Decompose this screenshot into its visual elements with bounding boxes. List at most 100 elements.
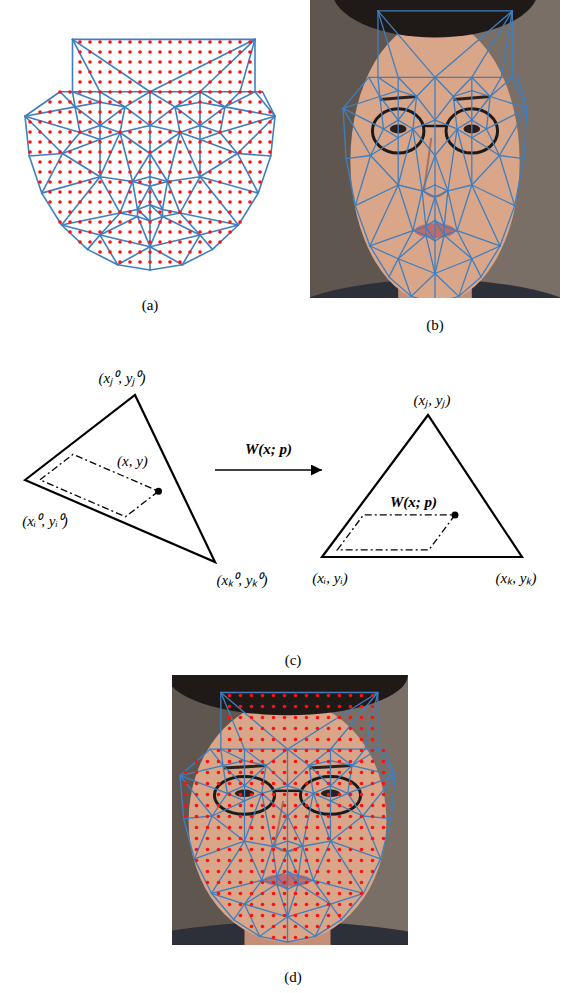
sample-dot: [206, 826, 210, 830]
sample-dot: [48, 140, 52, 144]
sample-dot: [360, 716, 364, 720]
sample-dot: [283, 804, 287, 808]
sample-dot: [283, 738, 287, 742]
mesh-edge: [163, 213, 181, 216]
mesh-edge: [331, 841, 364, 893]
sample-dot: [178, 80, 182, 84]
sample-dot: [48, 100, 52, 104]
sample-dot: [68, 150, 72, 154]
sample-dot: [239, 749, 243, 753]
sample-dot: [261, 749, 265, 753]
mesh-edge: [472, 185, 515, 206]
mesh-edge: [398, 120, 413, 129]
sample-dot: [118, 230, 122, 234]
mesh-edge: [330, 786, 331, 801]
mesh-edge: [200, 154, 238, 177]
sample-dot: [272, 903, 276, 907]
sample-dot: [168, 110, 172, 114]
mesh-edge: [398, 77, 416, 96]
sample-dot: [338, 826, 342, 830]
sample-dot: [360, 793, 364, 797]
sample-dot: [327, 815, 331, 819]
sample-dot: [138, 100, 142, 104]
sample-dot: [158, 140, 162, 144]
sample-dot: [128, 210, 132, 214]
sample-dot: [198, 190, 202, 194]
sample-dot: [261, 705, 265, 709]
sample-dot: [78, 140, 82, 144]
sample-dot: [327, 727, 331, 731]
sample-dot: [261, 903, 265, 907]
sample-dot: [360, 749, 364, 753]
sample-dot: [360, 760, 364, 764]
mesh-edge: [210, 749, 223, 765]
sample-dot: [349, 782, 353, 786]
sample-dot: [108, 40, 112, 44]
sample-dot: [178, 260, 182, 264]
sample-dot: [98, 70, 102, 74]
sample-dot: [338, 859, 342, 863]
mesh-edge: [383, 120, 398, 129]
sample-dot: [158, 70, 162, 74]
mesh-edge: [150, 154, 168, 182]
sample-dot: [188, 110, 192, 114]
sample-dot: [108, 70, 112, 74]
sample-dot: [148, 220, 152, 224]
sample-dot: [108, 60, 112, 64]
sample-dot: [178, 50, 182, 54]
sample-dot: [305, 881, 309, 885]
mesh-edge: [288, 766, 310, 786]
sample-dot: [218, 140, 222, 144]
mesh-edge: [472, 120, 487, 129]
sample-dot: [294, 936, 298, 940]
sample-dot: [360, 782, 364, 786]
sample-dot: [178, 60, 182, 64]
mesh-edge: [200, 107, 225, 126]
sample-dot: [305, 727, 309, 731]
sample-dot: [98, 80, 102, 84]
sample-dot: [168, 100, 172, 104]
mesh-edge: [29, 154, 62, 157]
vertex-label: (xᵢ⁰, yᵢ⁰): [22, 513, 68, 530]
sample-dot: [228, 870, 232, 874]
sample-dot: [218, 240, 222, 244]
sample-dot: [118, 210, 122, 214]
sample-dot: [272, 925, 276, 929]
sample-dot: [338, 771, 342, 775]
sample-dot: [238, 50, 242, 54]
sample-dot: [188, 130, 192, 134]
mesh-edge: [244, 801, 245, 841]
sample-dot: [168, 50, 172, 54]
sample-dot: [305, 903, 309, 907]
mesh-edge: [244, 749, 245, 760]
sample-dot: [239, 881, 243, 885]
mesh-edge: [100, 216, 138, 235]
sample-dot: [206, 760, 210, 764]
sample-dot: [206, 837, 210, 841]
sample-dot: [128, 170, 132, 174]
mesh-edge: [238, 154, 271, 157]
sample-dot: [382, 826, 386, 830]
sample-dot: [208, 190, 212, 194]
sample-dot: [78, 100, 82, 104]
sample-dot: [272, 727, 276, 731]
mesh-edge: [417, 77, 435, 96]
sample-dot: [248, 200, 252, 204]
mesh-edge: [211, 893, 233, 919]
mesh-edge: [120, 133, 133, 182]
sample-dot: [228, 826, 232, 830]
sample-dot: [349, 716, 353, 720]
sample-dot: [138, 230, 142, 234]
sample-dot: [250, 870, 254, 874]
mesh-edge: [200, 235, 213, 249]
sample-dot: [168, 220, 172, 224]
sample-dot: [148, 120, 152, 124]
mesh-edge: [378, 10, 512, 11]
sample-dot: [108, 210, 112, 214]
mesh-edge: [378, 11, 435, 77]
sample-dot: [158, 200, 162, 204]
sample-dot: [228, 180, 232, 184]
mesh-edge: [245, 749, 267, 765]
mesh-edge: [453, 97, 471, 121]
sample-dot: [48, 170, 52, 174]
